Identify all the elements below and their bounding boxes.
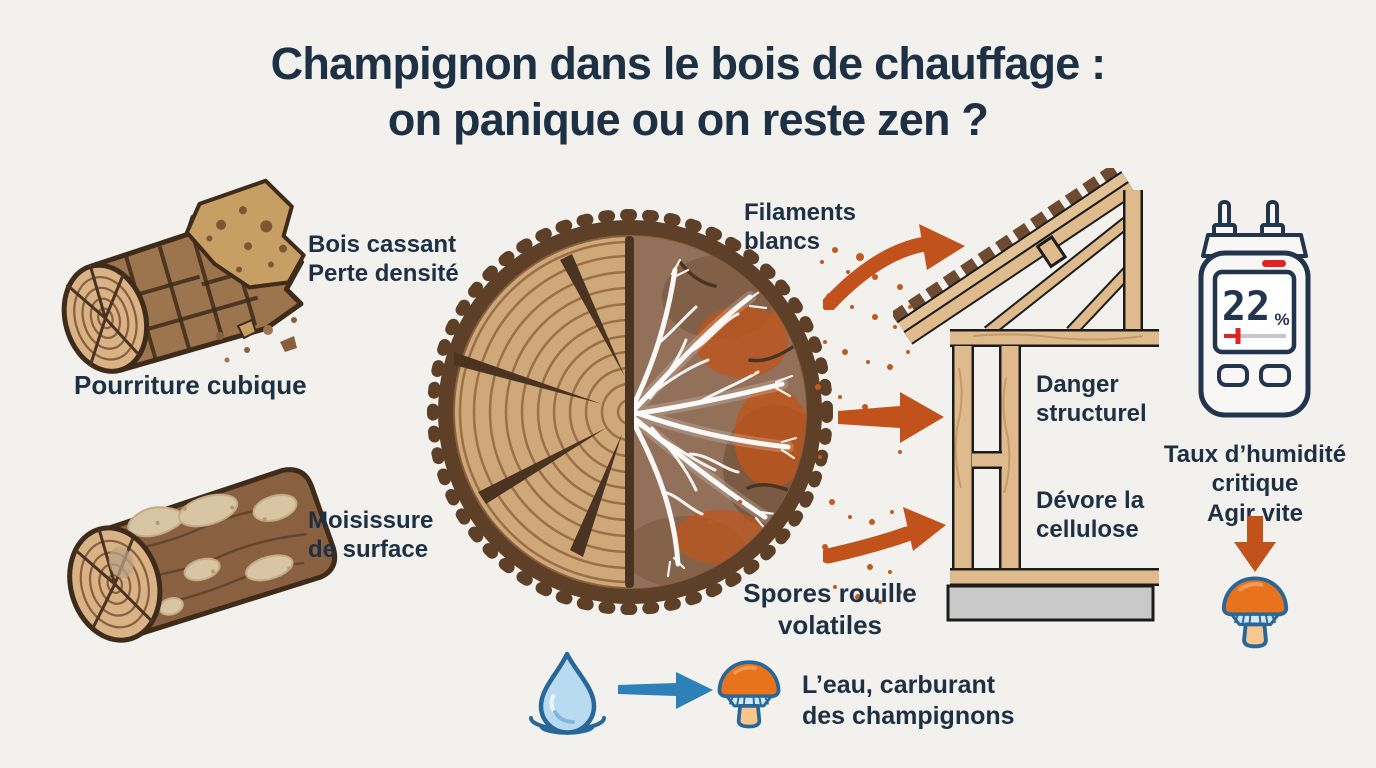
filaments-label: Filaments blancs [744,198,856,257]
arrow-bottom-icon [823,507,946,564]
water-drop-icon [529,651,606,735]
meter-lcd [1212,269,1297,355]
cubic-rot-effect-label: Bois cassant Perte densité [308,230,459,289]
label-line: Perte densité [308,260,459,288]
roof [893,168,1137,345]
arrow-down-icon [1234,516,1276,572]
label-line: structurel [1036,400,1147,428]
surface-mold-label: Moisissure de surface [308,506,433,565]
healthy-wood-half [454,240,630,584]
humidity-caption: Taux d’humidité critique Agir vite [1150,440,1360,528]
arrow-middle-icon [838,392,944,443]
label-line: Spores rouille [743,578,917,608]
log-body [61,178,306,374]
mold-patches [127,493,298,616]
label-line: cellulose [1036,516,1139,544]
label-line: L’eau, carburant [802,671,996,699]
mushroom-icon [712,655,786,733]
gable-truss [983,190,1143,338]
mushroom-icon [1216,572,1294,652]
label-line: Taux d’humidité [1163,441,1347,468]
blue-arrow-icon [618,672,713,709]
cubic-rot-log-illustration [61,178,306,374]
log-body [67,467,338,643]
fungus-half [630,236,806,588]
wood-cracks [454,254,625,557]
meter-reading: 22 [1222,284,1270,330]
label-line: Filaments [744,199,857,226]
label-line: critique [1211,470,1299,498]
wood-crumbs [216,317,297,363]
moisture-meter-icon: 22 % [1198,200,1311,418]
label-line: de surface [308,536,429,564]
danger-label: Danger structurel [1036,370,1147,429]
meter-alert-dash [1262,260,1286,267]
mold-speckles [155,505,292,574]
inner-spore-speckles [708,330,782,524]
meter-buttons [1217,364,1291,387]
spores-label: Spores rouille volatiles [690,578,970,641]
wall-frame [950,329,1159,586]
log-cross-section-illustration [427,209,912,615]
title-line2: on panique ou on reste zen ? [387,93,989,145]
label-line: blancs [744,228,821,256]
meter-prongs [1212,200,1285,238]
mycelium-filaments [630,258,798,578]
foundation-slab [946,584,1155,622]
title-line1: Champignon dans le bois de chauffage : [270,38,1106,89]
label-line: Bois cassant [308,231,457,258]
page-title: Champignon dans le bois de chauffage : o… [0,36,1376,148]
cubic-rot-name-label: Pourriture cubique [74,370,307,400]
bark-scallop-ring [427,209,833,615]
label-line: des champignons [802,701,1015,730]
label-line: volatiles [777,609,883,640]
rot-holes [206,206,288,273]
house-frame-illustration [893,168,1159,622]
half-divider [625,236,634,588]
label-line: Danger [1036,371,1119,398]
label-line: Moisissure [308,507,434,534]
meter-unit: % [1274,310,1289,329]
meter-scale-slider [1224,328,1286,344]
arrow-top-icon [823,224,965,310]
surface-mold-log-illustration [67,467,338,643]
water-fuel-caption: L’eau, carburant des champignons [802,670,1015,731]
label-line: Dévore la [1036,487,1145,514]
cellulose-label: Dévore la cellulose [1036,486,1144,545]
